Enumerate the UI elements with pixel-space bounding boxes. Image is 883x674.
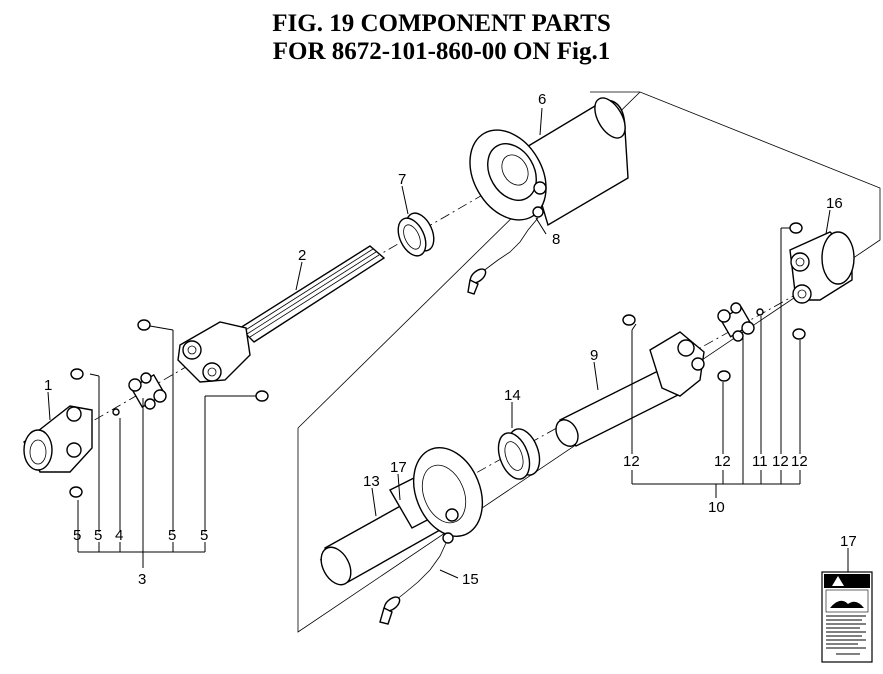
title-line-2: FOR 8672-101-860-00 ON Fig.1 xyxy=(272,38,611,65)
callout-17-decal: 17 xyxy=(840,533,857,550)
callout-2: 2 xyxy=(298,247,306,264)
part-11-grease-nipple xyxy=(756,308,764,316)
figure-title: FIG. 19 COMPONENT PARTS FOR 8672-101-860… xyxy=(0,10,883,66)
callout-labels: 1 2 3 4 5 5 5 5 6 7 8 9 10 11 12 12 12 1… xyxy=(44,91,857,588)
part-3-cross-kit xyxy=(128,372,167,410)
callout-10: 10 xyxy=(708,499,725,516)
callout-3: 3 xyxy=(138,571,146,588)
callout-6: 6 xyxy=(538,91,546,108)
callout-5-d: 5 xyxy=(200,527,208,544)
part-10-cross-kit xyxy=(717,302,755,342)
callout-5-c: 5 xyxy=(168,527,176,544)
leader-lines xyxy=(47,107,849,579)
part-2-inner-tube-with-yoke xyxy=(177,245,386,383)
part-5-snap-rings xyxy=(69,319,269,498)
part-8-safety-chain xyxy=(467,181,547,295)
part-1-outer-yoke xyxy=(23,405,93,473)
callout-9: 9 xyxy=(590,347,598,364)
part-14-bearing-ring xyxy=(497,428,541,480)
callout-7: 7 xyxy=(398,171,406,188)
part-9-tube-with-yoke xyxy=(555,331,705,447)
callout-8: 8 xyxy=(552,231,560,248)
callout-15: 15 xyxy=(462,571,479,588)
callout-12-a: 12 xyxy=(623,453,640,470)
callout-11: 11 xyxy=(752,453,768,470)
callout-14: 14 xyxy=(504,387,521,404)
title-line-1: FIG. 19 COMPONENT PARTS xyxy=(272,10,611,37)
callout-12-d: 12 xyxy=(791,453,808,470)
callout-4: 4 xyxy=(115,527,123,544)
callout-17-tube: 17 xyxy=(390,459,407,476)
callout-13: 13 xyxy=(363,473,380,490)
part-17-warning-decal xyxy=(821,571,873,663)
callout-1: 1 xyxy=(44,377,52,394)
part-13-outer-guard-tube xyxy=(320,446,484,586)
part-12-snap-ring-mid xyxy=(717,370,731,382)
part-16-yoke xyxy=(789,231,855,304)
callout-16: 16 xyxy=(826,195,843,212)
part-6-outer-guard-tube xyxy=(469,97,629,227)
part-15-safety-chain xyxy=(379,508,459,625)
callout-12-c: 12 xyxy=(772,453,789,470)
part-7-bearing-ring xyxy=(397,212,435,257)
part-12-snap-ring-upper xyxy=(789,222,803,234)
callout-5-b: 5 xyxy=(94,527,102,544)
part-4-grease-nipple xyxy=(112,408,120,416)
callout-5-a: 5 xyxy=(73,527,81,544)
part-12-snap-ring-lower xyxy=(792,328,806,340)
part-12-snap-ring-left xyxy=(622,314,636,326)
callout-12-b: 12 xyxy=(714,453,731,470)
